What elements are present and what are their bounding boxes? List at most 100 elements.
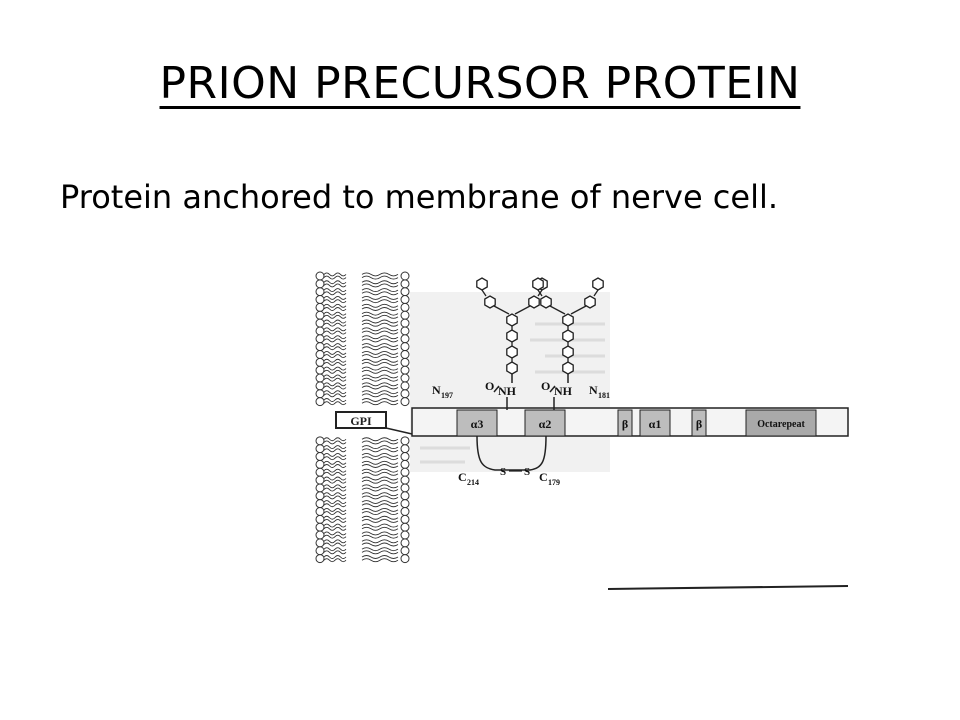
lipid-tail [323,390,347,395]
lipid-tail [361,507,399,512]
lipid-tail [323,393,347,398]
lipid-head [315,389,325,399]
label-alpha3: α3 [471,417,484,431]
lipid-tail [361,515,399,520]
lipid-head [400,530,410,540]
glycosidic-bond [481,289,487,297]
lipid-tail [361,346,399,351]
lipid-tail [361,343,399,347]
lipid-tail [323,338,347,343]
lipid-head [315,334,325,344]
lipid-tail [323,335,347,340]
lipid-tail [323,550,347,555]
lipid-head [315,546,325,556]
lipid-tail [323,291,347,296]
lipid-tail [323,558,347,563]
lipid-tail [361,547,399,552]
lipid-tail [323,523,347,528]
lipid-head [315,491,325,501]
lipid-head [400,452,410,462]
lipid-tail [323,362,347,366]
segment-beta-b [691,409,707,437]
slide-title: PRION PRECURSOR PROTEIN [159,58,801,109]
prion-protein-diagram: GPI α3 α2 β α1 β Octarepeat N 197 O NH O… [315,271,849,590]
lipid-tail [323,369,347,374]
lipid-tail [323,440,347,445]
lipid-tail [361,495,399,500]
lipid-tail [361,487,399,492]
lipid-tail [323,366,347,371]
lipid-tail [361,479,399,484]
lipid-head [315,318,325,328]
lipid-tail [361,558,399,563]
sugar-ring [506,361,518,375]
lipid-tail [361,319,399,324]
n197-residue: N [432,383,441,397]
lipid-tail [323,555,347,559]
lipid-tail [361,291,399,296]
lipid-head [400,436,410,446]
lipid-tail [323,377,347,382]
c214-number: 214 [467,478,479,487]
sugar-ring [584,295,596,309]
lipid-tail [323,460,347,465]
lipid-head [400,483,410,493]
lipid-tail [361,390,399,395]
lipid-tail [361,369,399,374]
lipid-head [315,467,325,477]
lipid-tail [323,492,347,497]
lipid-head [315,350,325,359]
lipid-head [400,326,410,336]
lipid-tail [361,453,399,457]
lipid-tail [323,275,347,280]
lipid-head [400,397,410,407]
lipid-head [400,444,410,454]
scan-edge-line [607,585,849,590]
lipid-head [400,389,410,399]
lipid-tail [323,303,347,308]
lipid-tail [361,471,399,476]
lipid-tail [323,311,347,316]
lipid-head [400,491,410,501]
glycosidic-bond [570,305,587,315]
lipid-head [400,499,410,509]
segment-alpha2 [524,409,566,437]
lipid-tail [323,464,347,468]
lipid-tail [361,448,399,453]
slide-subtitle: Protein anchored to membrane of nerve ce… [60,178,779,216]
lipid-head [315,397,325,407]
lipid-tail [361,338,399,343]
glycosylation-site-n181: O NH N 181 [541,379,610,400]
lipid-tail [361,335,399,340]
lipid-tail [323,343,347,347]
lipid-tail [361,303,399,308]
lipid-tail [361,519,399,523]
n197-nh: NH [498,384,517,398]
lipid-bilayer [315,271,410,564]
lipid-head [400,334,410,344]
lipid-head [400,342,410,352]
lipid-tail [361,531,399,536]
lipid-tail [323,330,347,335]
lipid-tail [323,539,347,544]
lipid-tail [361,296,399,300]
lipid-tail [323,314,347,319]
n197-number: 197 [441,391,453,400]
lipid-tail [361,322,399,327]
segment-alpha1 [639,409,671,437]
lipid-head [315,538,325,548]
n181-oxygen: O [541,379,550,393]
lipid-tail [323,479,347,484]
lipid-tail [323,437,347,442]
n181-residue: N [589,383,598,397]
sugar-ring [562,313,574,327]
lipid-tail [323,519,347,523]
lipid-head [315,287,325,297]
lipid-tail [361,327,399,332]
lipid-tail [361,358,399,363]
glycosidic-bond [514,305,531,315]
n197-oxygen: O [485,379,494,393]
lipid-tail [323,487,347,492]
lipid-tail [361,283,399,288]
lipid-head [400,546,410,556]
